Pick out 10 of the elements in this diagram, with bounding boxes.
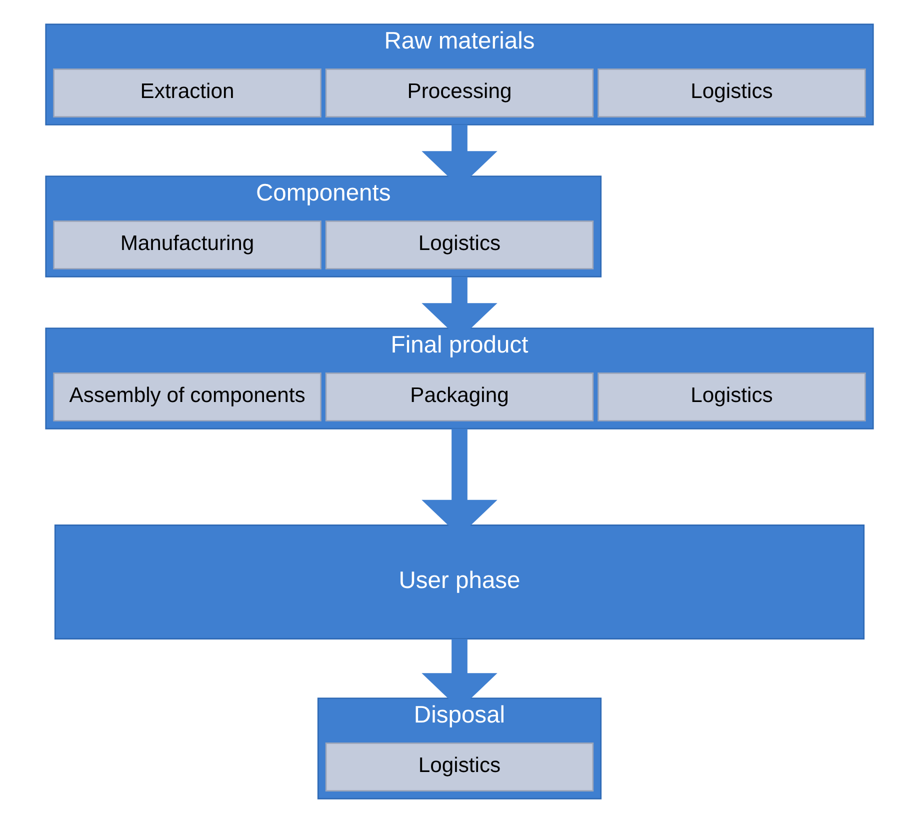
node-box: User phase	[54, 524, 865, 640]
node-box: Logistics	[325, 742, 594, 792]
node-box: Logistics	[598, 372, 866, 422]
node-box: Extraction	[53, 68, 322, 118]
node-box: Packaging	[325, 372, 594, 422]
node-box: Logistics	[598, 68, 866, 118]
node-box: Assembly of components	[53, 372, 322, 422]
node-box: Processing	[325, 68, 594, 118]
node-box: Logistics	[325, 220, 594, 270]
node-box: Manufacturing	[53, 220, 322, 270]
